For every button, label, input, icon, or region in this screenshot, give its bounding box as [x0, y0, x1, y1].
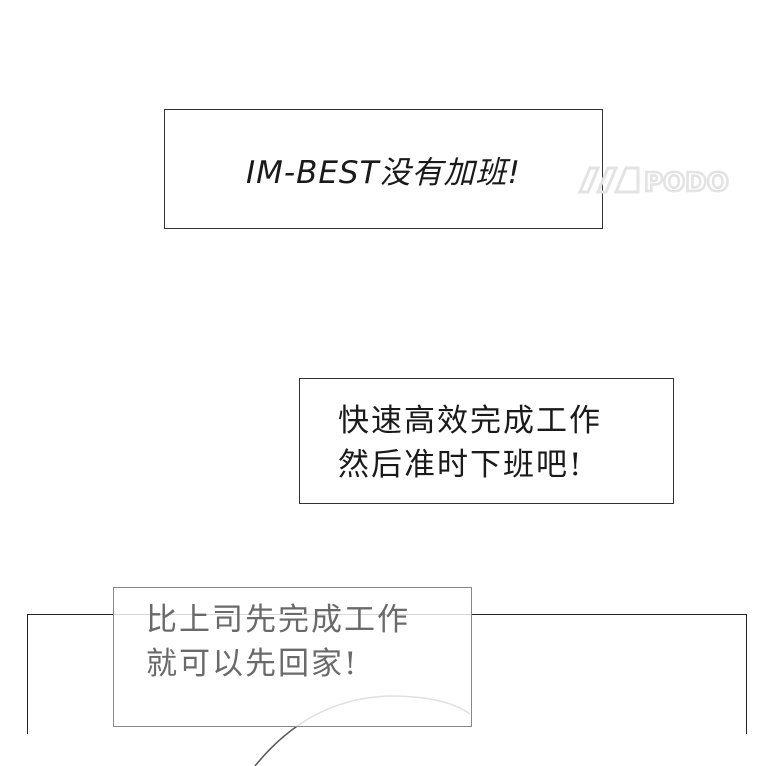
podo-watermark-logo: PODO: [577, 166, 730, 196]
caption-text: IM-BEST没有加班!: [246, 154, 521, 191]
svg-text:PODO: PODO: [644, 168, 729, 196]
speech-caption-middle: 快速高效完成工作 然后准时下班吧!: [299, 378, 674, 504]
caption-line-1: 比上司先完成工作: [146, 602, 410, 638]
caption-line-2: 就可以先回家!: [146, 646, 359, 682]
caption-line-2: 然后准时下班吧!: [338, 447, 584, 483]
caption-line-1: 快速高效完成工作: [338, 403, 602, 439]
speech-caption-top: IM-BEST没有加班!: [164, 109, 603, 229]
speech-caption-bottom: 比上司先完成工作 就可以先回家!: [113, 587, 472, 727]
